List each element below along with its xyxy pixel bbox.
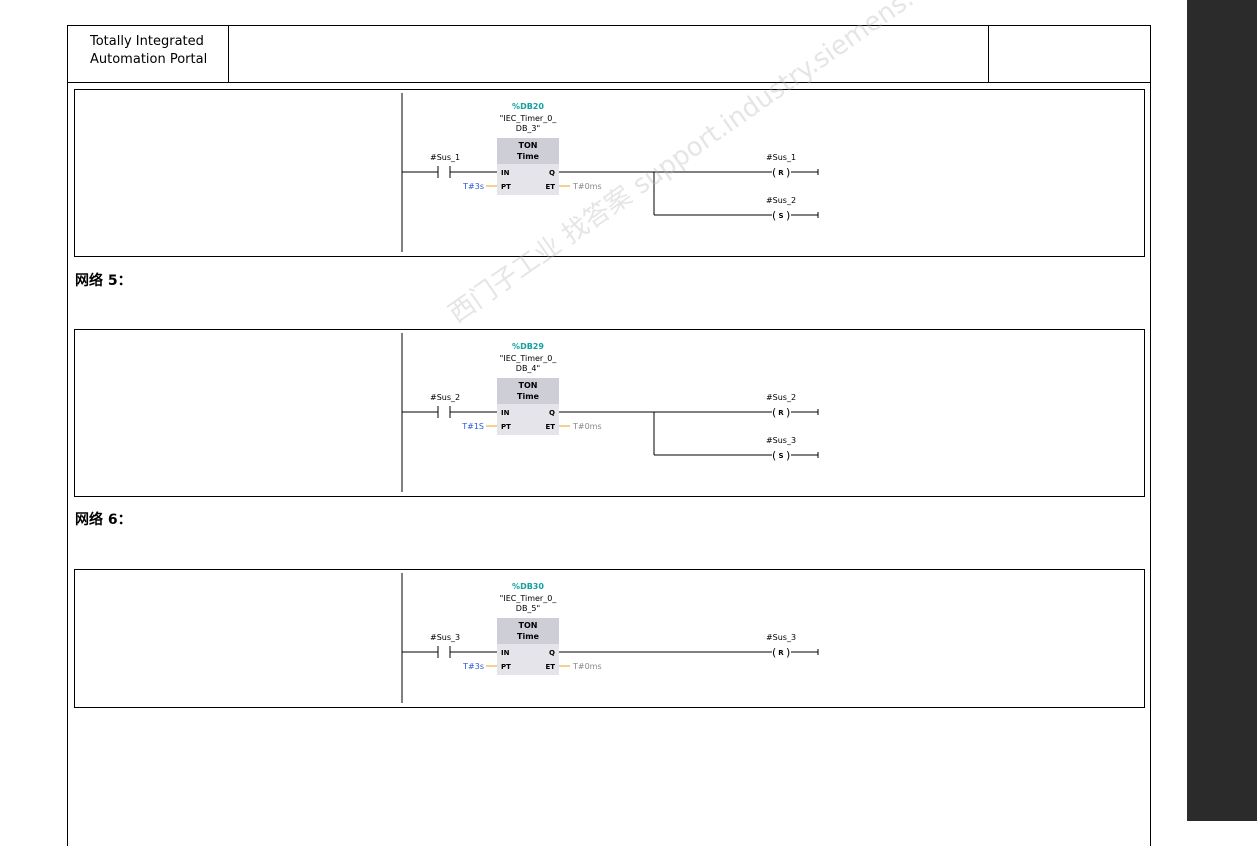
print-page: Totally Integrated Automation Portal <box>67 25 1151 846</box>
et-value: T#0ms <box>572 662 602 671</box>
instance-name: "IEC_Timer_0_ <box>500 114 558 123</box>
coil-operand: #Sus_3 <box>766 436 796 445</box>
block-subtype: Time <box>517 152 540 161</box>
et-value: T#0ms <box>572 422 602 431</box>
contact-operand: #Sus_3 <box>430 633 460 642</box>
ladder-diagram: #Sus_1 TON Time %DB20 "IEC_Timer_0_DB_3" IN PT… <box>401 93 819 252</box>
side-panel <box>1187 0 1257 821</box>
pin-in: IN <box>501 169 510 177</box>
db-number: %DB30 <box>512 582 544 591</box>
db-number: %DB29 <box>512 342 544 351</box>
pin-pt: PT <box>501 423 511 431</box>
coil-bracket-icon: ( <box>772 449 776 462</box>
network-5-label: 网络 5： <box>75 273 132 289</box>
header-title: Totally Integrated Automation Portal <box>68 26 229 82</box>
coil-bracket-icon: ( <box>772 166 776 179</box>
coil-type: S <box>778 452 783 460</box>
pt-value: T#3s <box>462 182 484 191</box>
instance-name: "IEC_Timer_0_ <box>500 594 558 603</box>
pin-in: IN <box>501 409 510 417</box>
coil-type: R <box>778 169 784 177</box>
coil-bracket-icon: ) <box>786 166 790 179</box>
network-4: #Sus_1 TON Time %DB20 "IEC_Timer_0_DB_3" IN PT… <box>74 89 1145 257</box>
pin-q: Q <box>549 169 555 177</box>
header-divider <box>988 26 989 82</box>
network-6: #Sus_3 TON Time %DB30 "IEC_Timer_0_DB_5" IN PT… <box>74 569 1145 708</box>
pin-q: Q <box>549 409 555 417</box>
instance-name: DB_3" <box>516 124 540 133</box>
pt-value: T#1S <box>461 422 484 431</box>
pin-pt: PT <box>501 183 511 191</box>
contact-operand: #Sus_1 <box>430 153 460 162</box>
coil-operand: #Sus_1 <box>766 153 796 162</box>
timer-block-header <box>497 378 559 404</box>
timer-block-header <box>497 618 559 644</box>
pin-pt: PT <box>501 663 511 671</box>
title-line-2: Automation Portal <box>90 52 208 67</box>
contact-operand: #Sus_2 <box>430 393 460 402</box>
network-5: #Sus_2 TON Time %DB29 "IEC_Timer_0_DB_4" IN PT… <box>74 329 1145 497</box>
ladder-diagram: #Sus_3 TON Time %DB30 "IEC_Timer_0_DB_5" IN PT… <box>401 573 819 703</box>
block-subtype: Time <box>517 392 540 401</box>
et-value: T#0ms <box>572 182 602 191</box>
coil-bracket-icon: ) <box>786 449 790 462</box>
pin-et: ET <box>545 183 555 191</box>
coil-operand: #Sus_3 <box>766 633 796 642</box>
coil-bracket-icon: ( <box>772 646 776 659</box>
network-6-label: 网络 6： <box>75 512 132 528</box>
coil-type: R <box>778 649 784 657</box>
pt-value: T#3s <box>462 662 484 671</box>
coil-bracket-icon: ) <box>786 646 790 659</box>
pin-q: Q <box>549 649 555 657</box>
instance-name: "IEC_Timer_0_ <box>500 354 558 363</box>
instance-name: DB_5" <box>516 604 540 613</box>
block-type: TON <box>519 141 538 150</box>
pin-et: ET <box>545 423 555 431</box>
coil-operand: #Sus_2 <box>766 393 796 402</box>
coil-operand: #Sus_2 <box>766 196 796 205</box>
ladder-diagram: #Sus_2 TON Time %DB29 "IEC_Timer_0_DB_4" IN PT… <box>401 333 819 492</box>
page-header: Totally Integrated Automation Portal <box>68 26 1150 83</box>
pin-et: ET <box>545 663 555 671</box>
block-type: TON <box>519 381 538 390</box>
timer-block-header <box>497 138 559 164</box>
block-type: TON <box>519 621 538 630</box>
coil-bracket-icon: ) <box>786 209 790 222</box>
coil-type: S <box>778 212 783 220</box>
pin-in: IN <box>501 649 510 657</box>
coil-bracket-icon: ) <box>786 406 790 419</box>
coil-type: R <box>778 409 784 417</box>
block-subtype: Time <box>517 632 540 641</box>
title-line-1: Totally Integrated <box>90 34 204 49</box>
coil-bracket-icon: ( <box>772 209 776 222</box>
coil-bracket-icon: ( <box>772 406 776 419</box>
instance-name: DB_4" <box>516 364 540 373</box>
db-number: %DB20 <box>512 102 544 111</box>
